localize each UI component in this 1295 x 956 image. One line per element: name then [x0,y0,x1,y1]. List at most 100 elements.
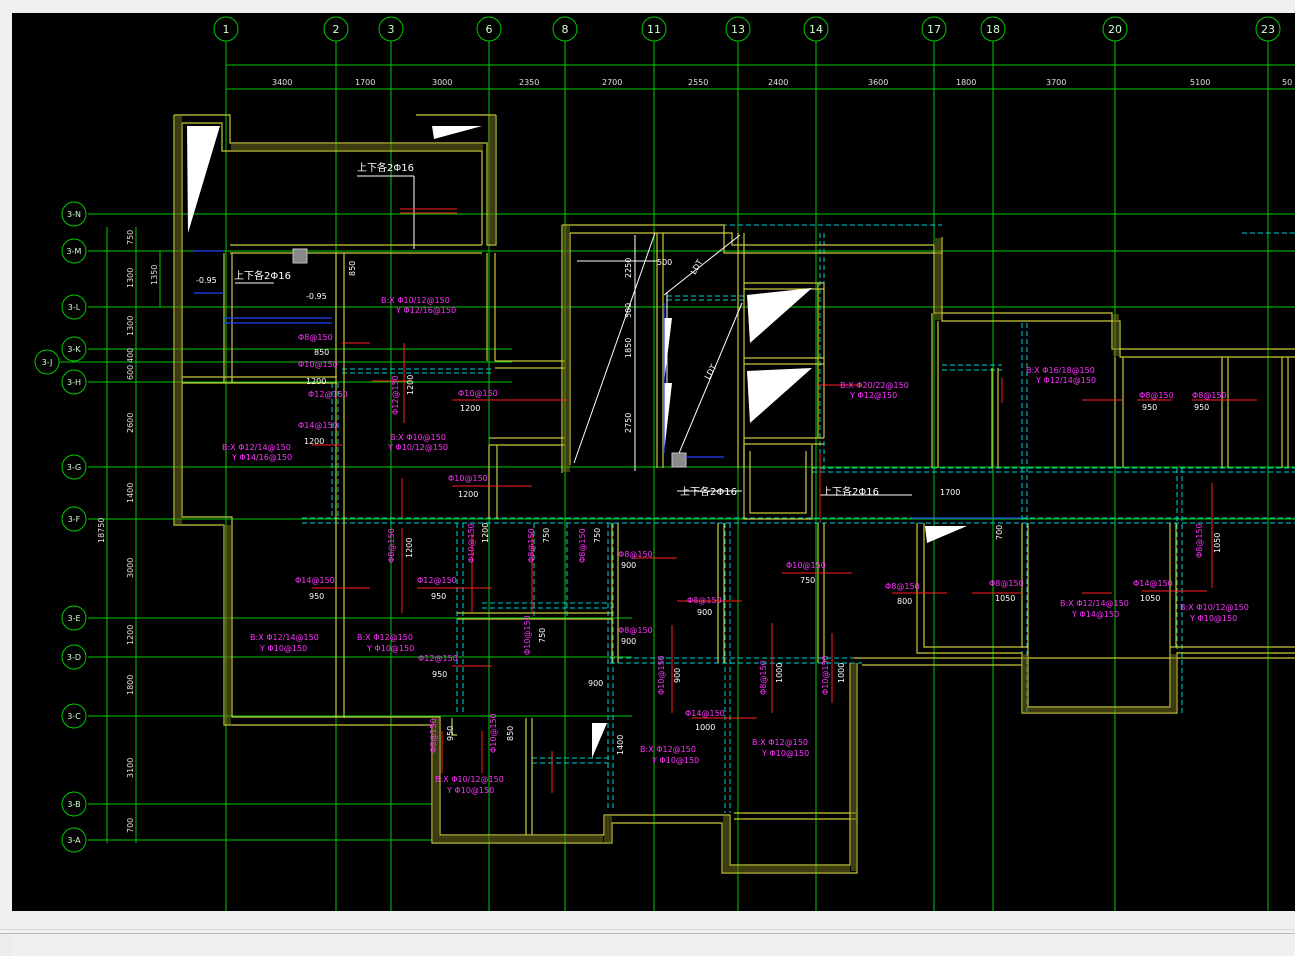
svg-text:1200: 1200 [458,490,478,499]
top-dimension-lines [226,64,1295,90]
axis-bubble-3-J[interactable]: 3-J [34,349,60,375]
axis-bubble-3-K[interactable]: 3-K [61,336,87,362]
dim-left: 1300 [126,316,135,336]
dim-left: 1800 [126,675,135,695]
axis-bubble-8[interactable]: 8 [552,16,578,42]
drawing-canvas[interactable]: 1 2 3 6 8 11 13 14 17 18 20 23 3-N 3-M 3… [12,13,1295,911]
dim-left: 3000 [126,558,135,578]
axis-bubble-3-F[interactable]: 3-F [61,506,87,532]
axis-bubble-3-C[interactable]: 3-C [61,703,87,729]
svg-text:Y Φ10@150: Y Φ10@150 [651,756,699,765]
svg-text:Φ8@150: Φ8@150 [387,528,396,563]
svg-text:1200: 1200 [304,437,324,446]
dim-top: 3400 [272,78,292,87]
axis-bubble-3-D[interactable]: 3-D [61,644,87,670]
axis-bubble-3-G[interactable]: 3-G [61,454,87,480]
svg-text:3-J: 3-J [42,358,53,367]
svg-text:Y Φ10@150: Y Φ10@150 [259,644,307,653]
svg-text:Φ8@150: Φ8@150 [578,528,587,563]
slab-note: 上下各2Φ16 [822,485,879,498]
axis-bubble-3-E[interactable]: 3-E [61,605,87,631]
dim-left: 1400 [126,483,135,503]
axis-bubble-3-M[interactable]: 3-M [61,238,87,264]
vertical-axis-lines [225,41,1269,911]
svg-text:3-E: 3-E [67,614,80,623]
left-dimension-text: 750 1300 1300 400 600 2600 1400 3000 120… [97,230,159,833]
dim-label: 500 [657,258,672,267]
dim-top: 2700 [602,78,622,87]
dim-label: 1700 [940,488,960,497]
svg-text:Φ8@150: Φ8@150 [298,333,333,342]
svg-text:Φ10@150: Φ10@150 [657,655,666,695]
axis-bubble-18[interactable]: 18 [980,16,1006,42]
structural-slab-plan: 1 2 3 6 8 11 13 14 17 18 20 23 3-N 3-M 3… [34,16,1295,911]
svg-text:1200: 1200 [306,377,326,386]
elevation-mark: -0.95 [196,276,217,285]
rebar-note: B:X Φ12/14@150 Y Φ10@150 [250,633,319,653]
left-axis-bubbles: 3-N 3-M 3-L 3-K 3-J 3-H 3-G 3-F 3-E 3-D … [34,201,87,853]
column-markers [292,248,687,468]
axis-bubble-11[interactable]: 11 [641,16,667,42]
svg-text:3-B: 3-B [67,800,80,809]
svg-text:Φ14@150: Φ14@150 [685,709,725,718]
slab-note: 上下各2Φ16 [357,161,414,174]
axis-bubble-3-A[interactable]: 3-A [61,827,87,853]
svg-text:B:X Φ12/14@150: B:X Φ12/14@150 [222,443,291,452]
dim-label: 1400 [616,735,625,755]
slab-note: 上下各2Φ16 [234,269,291,282]
walls [173,114,1295,874]
svg-text:18: 18 [986,23,1000,36]
svg-text:3-M: 3-M [67,247,82,256]
bottom-status-bar [0,911,1295,956]
svg-text:750: 750 [542,528,551,543]
svg-text:Φ14@150: Φ14@150 [298,421,338,430]
axis-bubble-3[interactable]: 3 [378,16,404,42]
dim-top: 50 [1282,78,1292,87]
svg-text:Φ14@150: Φ14@150 [295,576,335,585]
svg-text:3-F: 3-F [68,515,81,524]
svg-text:3-K: 3-K [67,345,81,354]
axis-bubble-1[interactable]: 1 [213,16,239,42]
dim-left: 700 [126,818,135,833]
dim-left: 1200 [126,625,135,645]
bottom-divider [0,929,1295,930]
dim-label: 900 [588,679,603,688]
svg-text:Y Φ10@150: Y Φ10@150 [761,749,809,758]
axis-bubble-13[interactable]: 13 [725,16,751,42]
axis-bubble-3-H[interactable]: 3-H [61,369,87,395]
axis-bubble-14[interactable]: 14 [803,16,829,42]
svg-text:13: 13 [731,23,745,36]
axis-bubble-2[interactable]: 2 [323,16,349,42]
svg-text:750: 750 [593,528,602,543]
svg-text:1200: 1200 [406,375,415,395]
svg-text:900: 900 [673,668,682,683]
axis-bubble-20[interactable]: 20 [1102,16,1128,42]
dim-top: 2400 [768,78,788,87]
axis-bubble-3-L[interactable]: 3-L [61,294,87,320]
axis-bubble-3-B[interactable]: 3-B [61,791,87,817]
svg-text:1050: 1050 [1213,533,1222,553]
axis-bubble-17[interactable]: 17 [921,16,947,42]
axis-bubble-23[interactable]: 23 [1255,16,1281,42]
svg-text:B:X Φ12/14@150: B:X Φ12/14@150 [250,633,319,642]
svg-text:6: 6 [486,23,493,36]
axis-bubble-6[interactable]: 6 [476,16,502,42]
axis-bubble-3-N[interactable]: 3-N [61,201,87,227]
top-toolbar-strip [0,0,1295,13]
svg-text:3-C: 3-C [67,712,81,721]
svg-text:Y Φ14@150: Y Φ14@150 [1071,610,1119,619]
dim-left: 2600 [126,413,135,433]
